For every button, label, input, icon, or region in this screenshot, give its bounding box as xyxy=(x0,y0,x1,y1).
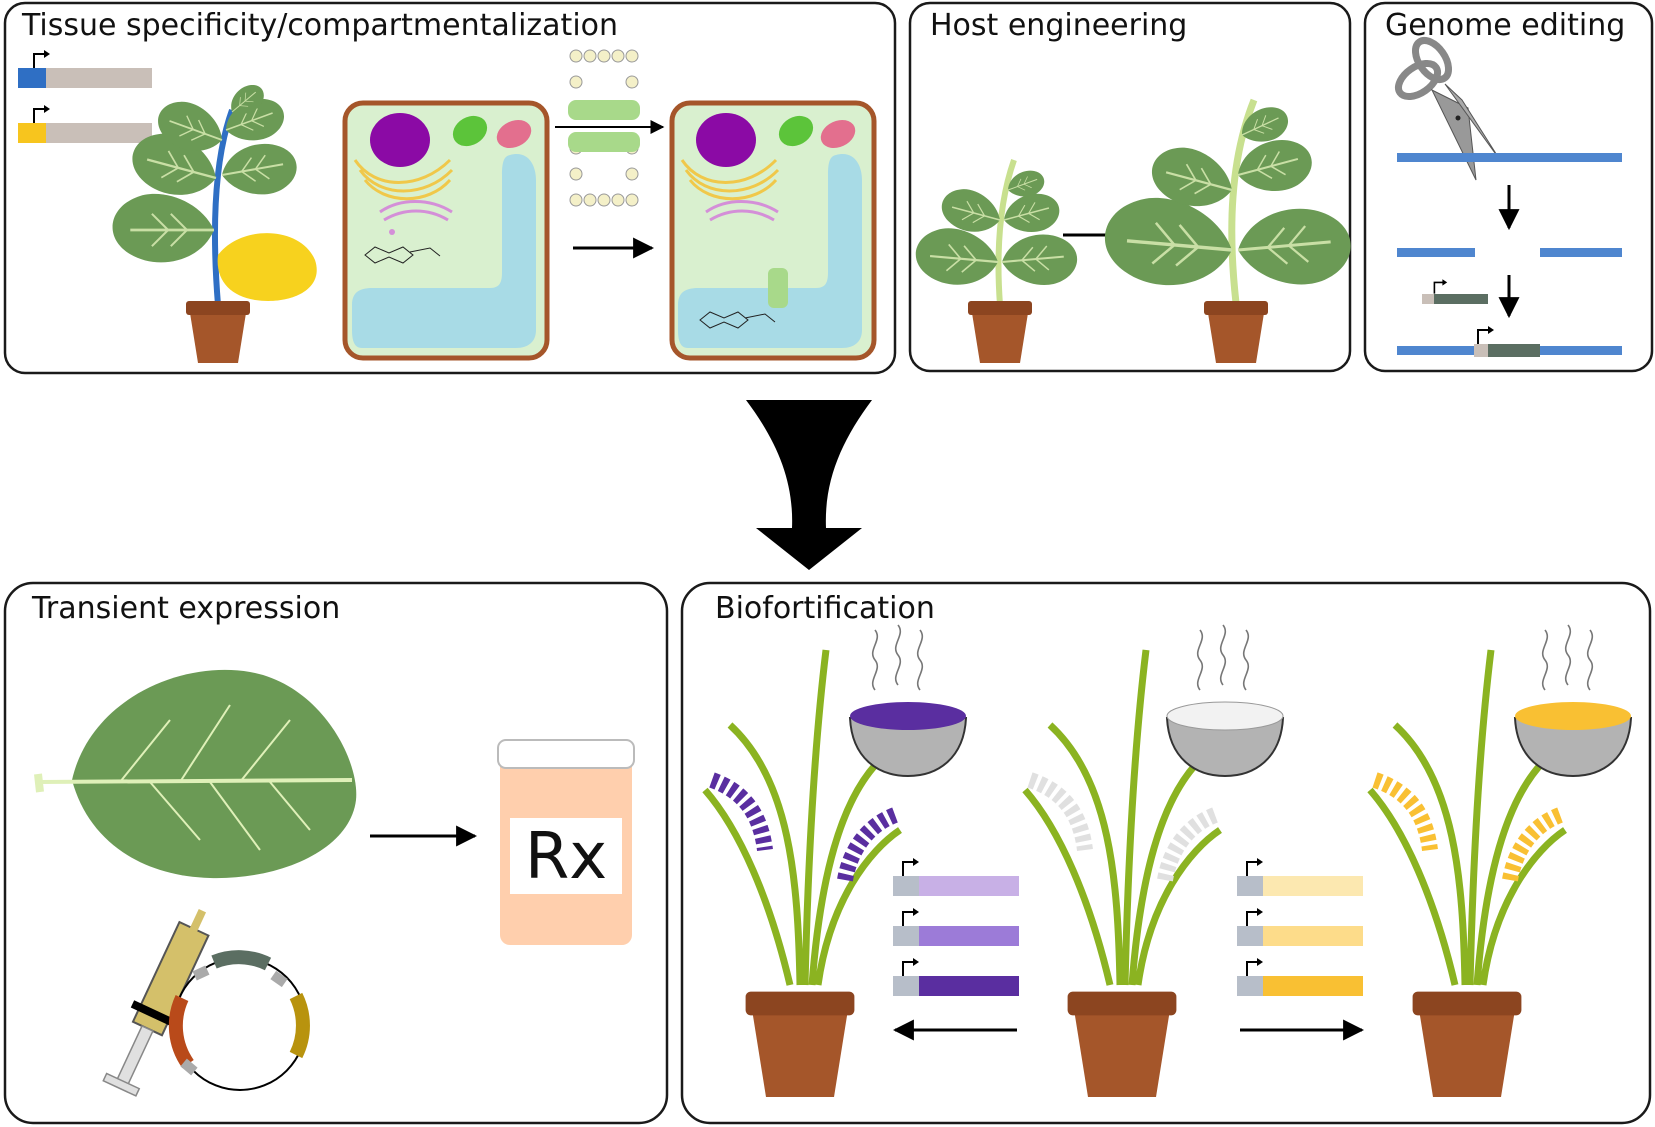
funnel-arrow-icon xyxy=(746,400,872,570)
panel-biofortification: Biofortification xyxy=(680,581,1652,1125)
membrane-channel-icon xyxy=(555,49,665,207)
gene-construct-yellow xyxy=(18,104,152,143)
large-plant-icon xyxy=(1099,98,1356,363)
panel-genome-editing: Genome editing xyxy=(1363,1,1654,373)
edited-dna-strand xyxy=(1397,325,1622,357)
gene-construct-purple-light xyxy=(893,857,1019,896)
rice-plant-icon xyxy=(1022,649,1222,1097)
dna-fragment xyxy=(1540,248,1622,257)
panel-title: Tissue specificity/compartmentalization xyxy=(21,8,618,43)
rice-bowl-icon xyxy=(1166,624,1284,777)
small-plant-icon xyxy=(912,159,1081,363)
panel-transient-expression: Transient expression Rx xyxy=(3,581,669,1125)
plant-cell-icon xyxy=(669,100,877,361)
panel-tissue-specificity: Tissue specificity/compartmentalization xyxy=(3,1,897,375)
plasmid-icon xyxy=(168,950,310,1091)
pill-bottle-icon: Rx xyxy=(497,739,635,945)
rice-plant-icon xyxy=(702,649,902,1097)
tissue-plant-icon xyxy=(111,78,317,363)
gene-construct-gold-light xyxy=(1237,857,1363,896)
bottle-label: Rx xyxy=(525,820,607,894)
gene-construct-purple-dark xyxy=(893,957,1019,996)
panel-title: Host engineering xyxy=(930,8,1187,43)
panel-host-engineering: Host engineering xyxy=(908,1,1356,373)
gene-construct-gold-mid xyxy=(1237,907,1363,946)
gene-construct-blue xyxy=(18,49,152,88)
gene-construct-gold-dark xyxy=(1237,957,1363,996)
rice-bowl-icon xyxy=(849,624,967,777)
dna-fragment xyxy=(1397,248,1475,257)
panel-title: Transient expression xyxy=(31,591,340,626)
panel-border xyxy=(908,1,1352,373)
dna-strand xyxy=(1397,153,1622,162)
panel-title: Biofortification xyxy=(715,591,935,626)
plant-cell-icon xyxy=(342,100,550,361)
leaf-icon xyxy=(34,669,357,879)
rice-plant-icon xyxy=(1367,649,1567,1097)
syringe-icon xyxy=(102,908,210,1097)
insert-construct xyxy=(1422,278,1488,304)
rice-bowl-icon xyxy=(1514,624,1632,777)
gene-construct-purple-mid xyxy=(893,907,1019,946)
